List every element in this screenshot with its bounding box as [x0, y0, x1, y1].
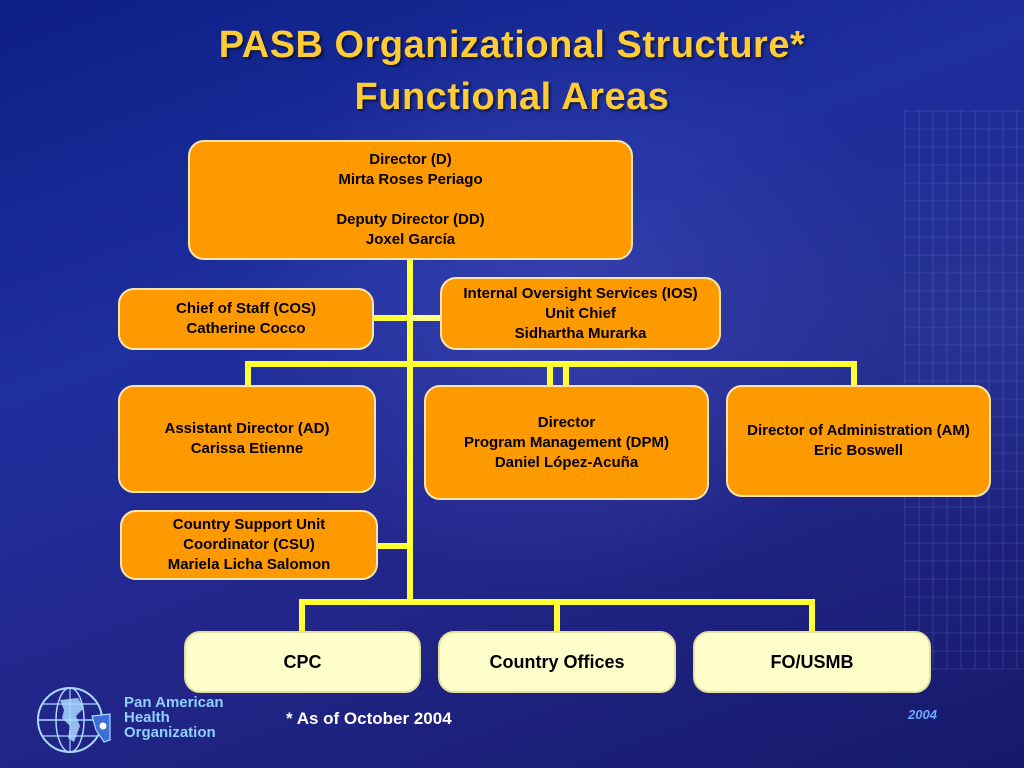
assistant-director-name: Carissa Etienne: [190, 440, 304, 457]
chief-of-staff-name: Catherine Cocco: [186, 320, 306, 337]
administration-name: Eric Boswell: [813, 442, 904, 459]
administration-box: Director of Administration (AM) Eric Bos…: [726, 385, 991, 497]
dpm-name: Daniel López-Acuña: [494, 453, 639, 471]
csu-box: Country Support Unit Coordinator (CSU) M…: [120, 510, 378, 580]
paho-globe-logo-icon: [37, 687, 111, 753]
dpm-unit: Program Management (DPM): [463, 433, 670, 451]
csu-role: Coordinator (CSU): [183, 536, 315, 553]
fo-usmb-label: FO/USMB: [770, 652, 854, 672]
fo-usmb-box: FO/USMB: [693, 631, 931, 693]
dpm-box: Director Program Management (DPM) Daniel…: [424, 385, 709, 500]
director-name: Mirta Roses Periago: [338, 171, 483, 188]
deputy-director-title: Deputy Director (DD): [336, 211, 485, 228]
ios-box: Internal Oversight Services (IOS) Unit C…: [440, 277, 721, 350]
deputy-director-name: Joxel García: [365, 231, 456, 248]
director-title: Director (D): [369, 151, 452, 168]
dpm-title: Director: [537, 413, 596, 431]
ios-title: Internal Oversight Services (IOS): [463, 284, 698, 302]
slide-year: 2004: [908, 707, 937, 722]
organization-name-line1: Pan American: [124, 694, 224, 711]
chief-of-staff-box: Chief of Staff (COS) Catherine Cocco: [118, 288, 374, 350]
assistant-director-box: Assistant Director (AD) Carissa Etienne: [118, 385, 376, 493]
cpc-label: CPC: [283, 652, 322, 672]
organization-name-line3: Organization: [124, 724, 216, 741]
assistant-director-title: Assistant Director (AD): [164, 420, 330, 437]
ios-role: Unit Chief: [545, 304, 616, 322]
country-offices-label: Country Offices: [489, 652, 625, 672]
organization-name-line2: Health: [124, 709, 170, 726]
footnote: * As of October 2004: [286, 709, 452, 728]
csu-title: Country Support Unit: [172, 516, 326, 533]
administration-title: Director of Administration (AM): [747, 422, 970, 439]
country-offices-box: Country Offices: [438, 631, 676, 693]
csu-name: Mariela Licha Salomon: [167, 556, 331, 573]
organization-name: Pan American Health Organization: [124, 695, 224, 740]
slide-subtitle: Functional Areas: [354, 76, 670, 118]
cpc-box: CPC: [184, 631, 421, 693]
ios-name: Sidhartha Murarka: [514, 324, 647, 342]
slide-title: PASB Organizational Structure*: [218, 24, 806, 66]
chief-of-staff-title: Chief of Staff (COS): [176, 300, 316, 317]
director-box: Director (D) Mirta Roses Periago Deputy …: [188, 140, 633, 260]
